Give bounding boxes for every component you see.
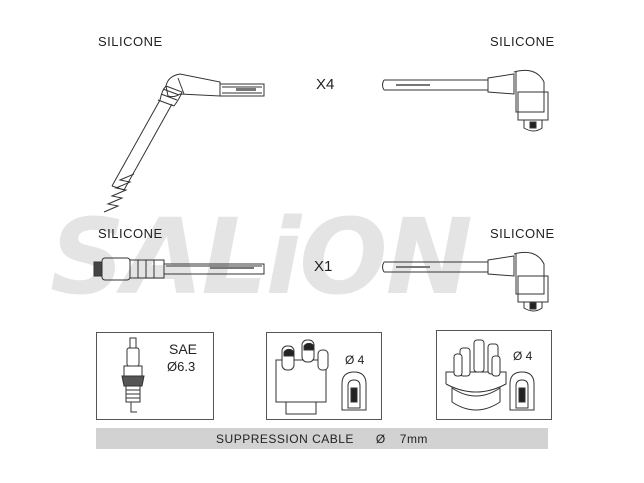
straight-boot-middle-left — [93, 257, 265, 281]
distributor-1-diameter-label: Ø 4 — [345, 353, 365, 367]
distributor-cap-icon-1 — [275, 339, 329, 415]
diameter-symbol: Ø — [375, 431, 386, 446]
sae-standard-label: SAE — [169, 341, 198, 357]
terminal-detail-icon-1 — [341, 371, 367, 411]
distributor-detail-box-1: Ø 4 — [266, 332, 382, 420]
spark-plug-icon — [121, 337, 145, 413]
cable-diameter-value: 7mm — [399, 431, 428, 446]
distributor-detail-box-2: Ø 4 — [436, 330, 552, 420]
cable-middle-right — [382, 251, 549, 312]
top-left-material-label: SILICONE — [98, 34, 163, 49]
middle-right-material-label: SILICONE — [490, 226, 555, 241]
spark-plug-boot-top-left — [103, 73, 265, 213]
cable-top-right — [382, 69, 549, 132]
middle-row-quantity: X1 — [314, 258, 333, 275]
distributor-2-diameter-label: Ø 4 — [513, 349, 533, 363]
spark-plug-detail-box: SAE Ø6.3 — [96, 332, 214, 420]
distributor-cap-icon-2 — [445, 339, 507, 411]
terminal-detail-icon-2 — [509, 371, 535, 411]
suppression-cable-label: SUPPRESSION CABLE — [216, 431, 354, 446]
top-row-quantity: X4 — [316, 76, 335, 93]
top-right-material-label: SILICONE — [490, 34, 555, 49]
middle-left-material-label: SILICONE — [98, 226, 163, 241]
terminal-diameter-label: Ø6.3 — [167, 359, 196, 374]
suppression-cable-bar: SUPPRESSION CABLE Ø 7mm — [96, 428, 548, 449]
brand-watermark: SALiON — [50, 196, 473, 318]
